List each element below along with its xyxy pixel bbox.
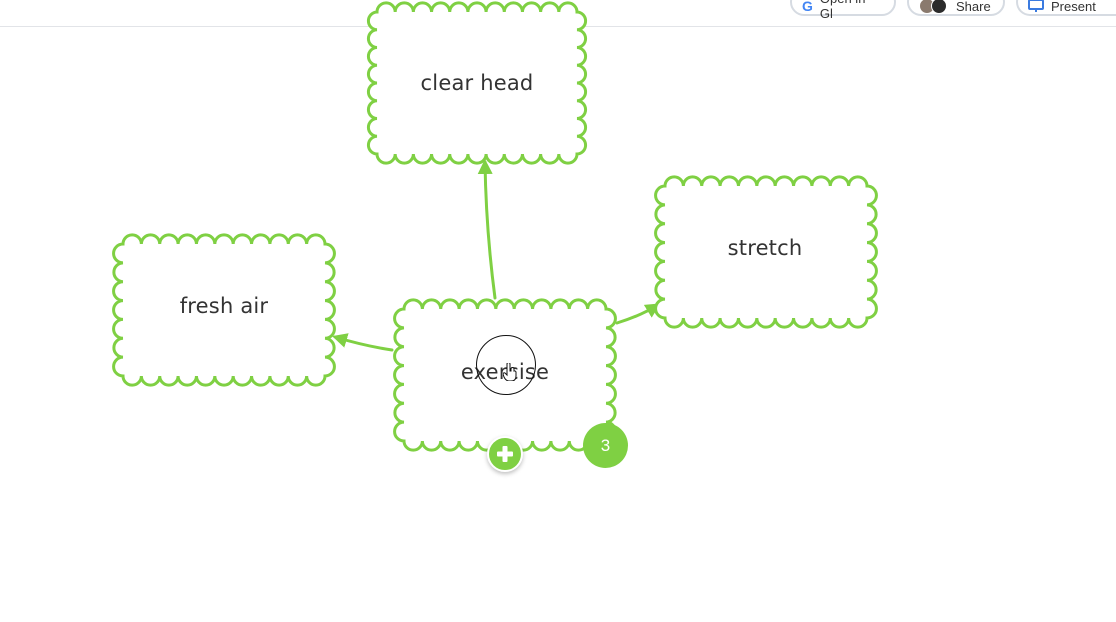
collaborator-avatars — [919, 0, 949, 14]
plus-icon — [497, 446, 513, 462]
node-stretch[interactable]: stretch — [727, 236, 803, 260]
hand-pointer-icon — [502, 362, 517, 386]
presentation-icon — [1028, 0, 1044, 13]
cloud-clear-head[interactable] — [367, 1, 587, 165]
node-fresh-air[interactable]: fresh air — [179, 294, 269, 318]
connector-to-fresh-air — [332, 333, 394, 352]
cloud-stretch[interactable] — [654, 175, 878, 329]
child-count-badge[interactable]: 3 — [583, 423, 628, 468]
g-logo-icon: G — [802, 0, 813, 14]
cloud-fresh-air[interactable] — [112, 233, 336, 387]
open-in-label: Open in Gl — [819, 0, 866, 21]
avatar — [931, 0, 947, 14]
add-node-button[interactable] — [487, 436, 523, 472]
connector-to-clear-head — [477, 159, 497, 300]
node-exercise[interactable]: exercise — [460, 360, 550, 384]
connector-to-stretch — [615, 303, 661, 325]
present-label: Present — [1051, 0, 1096, 14]
present-button[interactable]: Present — [1016, 0, 1116, 16]
node-clear-head[interactable]: clear head — [420, 71, 534, 95]
share-label: Share — [956, 0, 991, 14]
